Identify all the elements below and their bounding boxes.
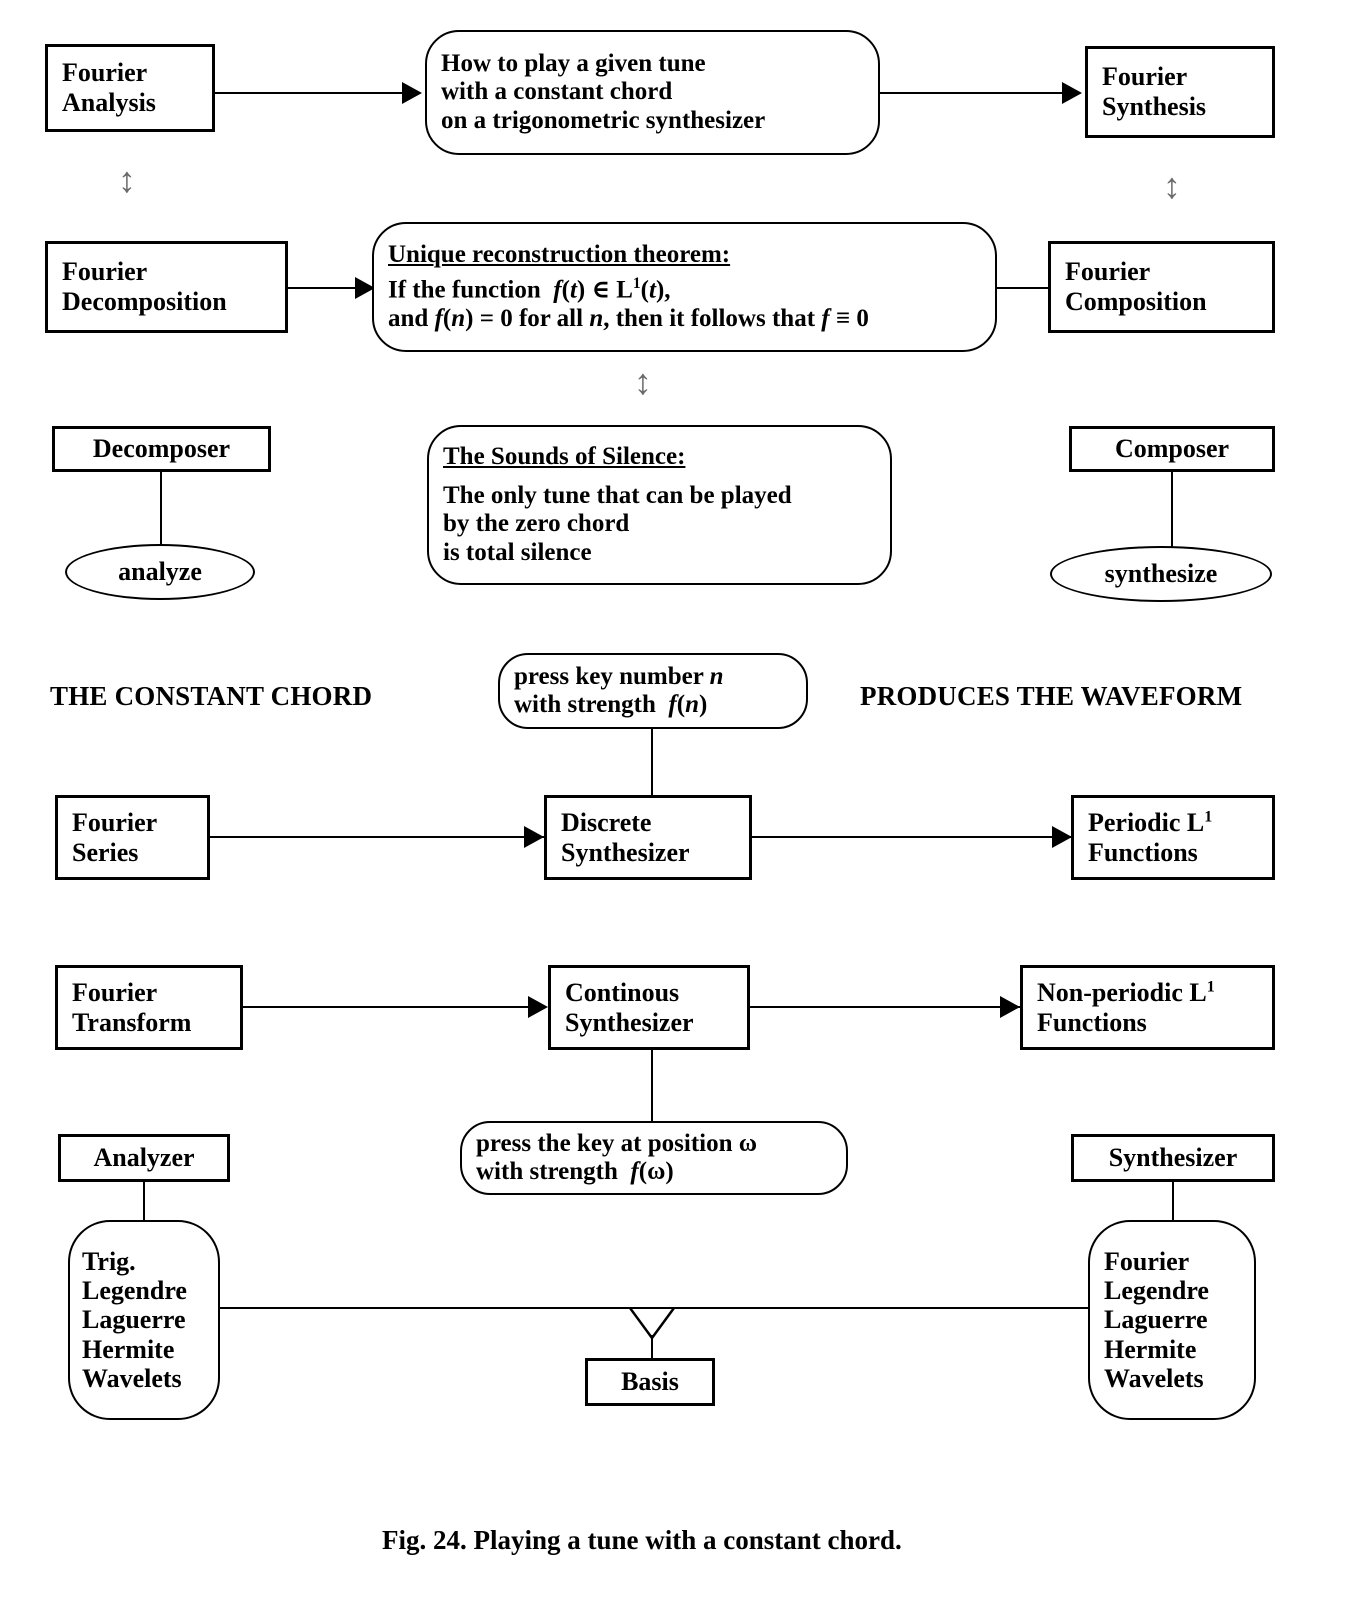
connector-basis-lists-horizontal	[220, 1307, 1088, 1309]
connector-analysis-to-howtoplay	[215, 92, 415, 94]
node-analyzer-basis-list: Trig. Legendre Laguerre Hermite Wavelets	[68, 1220, 220, 1420]
node-periodic-l1-functions: Periodic L1 Functions	[1071, 795, 1275, 880]
node-composer-label: Composer	[1114, 434, 1230, 464]
connector-analyzer-to-basislist-left	[143, 1182, 145, 1222]
connector-discrete-to-periodic	[752, 836, 1074, 838]
chevron-down-icon	[628, 1307, 676, 1341]
connector-chevron-to-basis	[651, 1335, 653, 1360]
node-how-to-play-line3: on a trigonometric synthesizer	[441, 106, 766, 134]
arrow-right-icon	[355, 277, 375, 299]
arrow-right-icon	[402, 82, 422, 104]
arrow-right-icon	[528, 996, 548, 1018]
label-the-constant-chord: THE CONSTANT CHORD	[50, 681, 373, 711]
node-analyze-label: analyze	[118, 557, 202, 587]
node-fourier-transform: Fourier Transform	[55, 965, 243, 1050]
connector-composer-to-synthesize	[1171, 472, 1173, 548]
press-position-line-2: with strength f(ω)	[476, 1158, 674, 1185]
label-produces-the-waveform: PRODUCES THE WAVEFORM	[860, 681, 1243, 711]
node-fourier-analysis: Fourier Analysis	[45, 44, 215, 132]
silence-line-2: by the zero chord	[443, 510, 630, 537]
node-synthesize: synthesize	[1050, 546, 1272, 602]
node-analyze: analyze	[65, 544, 255, 600]
node-synthesizer-basis-list: Fourier Legendre Laguerre Hermite Wavele…	[1088, 1220, 1256, 1420]
node-composer: Composer	[1069, 426, 1275, 472]
connector-series-to-discrete	[210, 836, 545, 838]
node-analyzer-basis-list-label: Trig. Legendre Laguerre Hermite Wavelets	[82, 1247, 187, 1393]
node-analyzer-label: Analyzer	[93, 1143, 195, 1173]
press-key-line-2: with strength f(n)	[514, 691, 708, 718]
connector-decomposition-to-theorem	[288, 287, 376, 289]
connector-howtoplay-to-synthesis	[880, 92, 1080, 94]
press-position-line-1: press the key at position ω	[476, 1129, 758, 1157]
node-sounds-of-silence: The Sounds of Silence: The only tune tha…	[427, 425, 892, 585]
node-nonperiodic-line-2: Functions	[1037, 1007, 1147, 1037]
theorem-line-2: and f(n) = 0 for all n, then it follows …	[388, 304, 869, 332]
node-fourier-decomposition-label: Fourier Decomposition	[62, 257, 227, 316]
node-synthesize-label: synthesize	[1104, 559, 1218, 589]
node-synthesizer-basis-list-label: Fourier Legendre Laguerre Hermite Wavele…	[1104, 1247, 1209, 1393]
node-basis: Basis	[585, 1358, 715, 1406]
node-fourier-composition: Fourier Composition	[1048, 241, 1275, 333]
node-decomposer-label: Decomposer	[92, 434, 231, 464]
node-nonperiodic-line-1: Non-periodic L1	[1037, 977, 1215, 1007]
figure-caption: Fig. 24. Playing a tune with a constant …	[382, 1525, 902, 1555]
double-arrow-vertical-icon-left: ↕	[118, 160, 136, 200]
silence-title: The Sounds of Silence:	[443, 443, 686, 470]
node-how-to-play-line1: How to play a given tune	[441, 49, 706, 77]
node-unique-reconstruction-theorem: Unique reconstruction theorem: If the fu…	[372, 222, 997, 352]
node-how-to-play: How to play a given tune with a constant…	[425, 30, 880, 155]
node-periodic-line-1: Periodic L1	[1088, 807, 1213, 837]
silence-line-1: The only tune that can be played	[443, 481, 792, 509]
node-continuous-synthesizer-label: Continous Synthesizer	[565, 977, 694, 1037]
arrow-right-icon	[524, 826, 544, 848]
silence-line-3: is total silence	[443, 538, 592, 566]
node-periodic-line-2: Functions	[1088, 837, 1198, 867]
connector-theorem-to-composition	[997, 287, 1081, 289]
theorem-line-1: If the function f(t) ∈ L1(t),	[388, 275, 671, 304]
connector-transform-to-continuous	[243, 1006, 546, 1008]
connector-synthesizer-to-basislist-right	[1172, 1182, 1174, 1222]
arrow-right-icon	[1052, 826, 1072, 848]
press-key-line-1: press key number n	[514, 662, 724, 690]
double-arrow-vertical-icon-center: ↕	[634, 362, 652, 402]
node-fourier-decomposition: Fourier Decomposition	[45, 241, 288, 333]
node-continuous-synthesizer: Continous Synthesizer	[548, 965, 750, 1050]
node-fourier-synthesis-label: Fourier Synthesis	[1102, 62, 1207, 121]
node-basis-label: Basis	[621, 1367, 679, 1397]
connector-presskey-to-discrete	[651, 729, 653, 797]
node-fourier-series: Fourier Series	[55, 795, 210, 880]
node-fourier-transform-label: Fourier Transform	[72, 977, 192, 1037]
node-nonperiodic-l1-functions: Non-periodic L1 Functions	[1020, 965, 1275, 1050]
node-fourier-analysis-label: Fourier Analysis	[62, 58, 156, 117]
node-press-key-number: press key number n with strength f(n)	[498, 653, 808, 729]
node-synthesizer-label: Synthesizer	[1108, 1143, 1238, 1173]
node-decomposer: Decomposer	[52, 426, 271, 472]
node-analyzer: Analyzer	[58, 1134, 230, 1182]
node-fourier-synthesis: Fourier Synthesis	[1085, 46, 1275, 138]
connector-continuous-to-nonperiodic	[750, 1006, 1022, 1008]
double-arrow-vertical-icon-right: ↕	[1163, 166, 1181, 206]
connector-continuous-to-presspos	[651, 1050, 653, 1123]
arrow-right-icon	[1062, 82, 1082, 104]
node-discrete-synthesizer-label: Discrete Synthesizer	[561, 807, 690, 867]
node-discrete-synthesizer: Discrete Synthesizer	[544, 795, 752, 880]
node-synthesizer: Synthesizer	[1071, 1134, 1275, 1182]
node-fourier-series-label: Fourier Series	[72, 807, 158, 867]
arrow-right-icon	[1000, 996, 1020, 1018]
node-press-key-position: press the key at position ω with strengt…	[460, 1121, 848, 1195]
node-fourier-composition-label: Fourier Composition	[1065, 257, 1207, 316]
theorem-title: Unique reconstruction theorem:	[388, 240, 731, 268]
node-how-to-play-line2: with a constant chord	[441, 78, 673, 106]
connector-decomposer-to-analyze	[160, 472, 162, 547]
